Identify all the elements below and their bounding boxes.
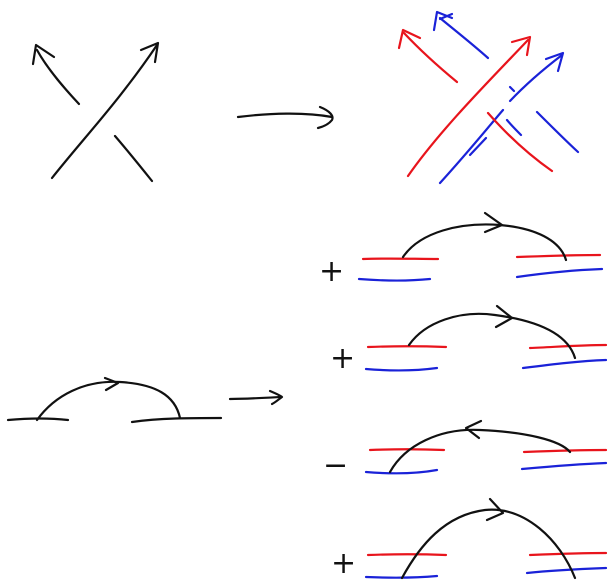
under-strand-arrowhead <box>31 43 56 66</box>
arc-arrowhead <box>103 376 120 392</box>
term-4 <box>364 497 608 580</box>
term-2 <box>364 304 608 372</box>
blue-under-strand-upper <box>438 16 490 60</box>
arc <box>35 380 182 422</box>
over-strand <box>50 43 159 180</box>
term-3 <box>364 419 608 475</box>
under-strand-lower <box>113 134 154 183</box>
transform-arrow-top <box>236 105 334 130</box>
doubled-crossing-diagram <box>397 10 580 185</box>
transform-arrow-bottom <box>228 389 284 406</box>
red-under-strand-upper <box>402 31 459 84</box>
under-strand-upper <box>35 48 81 106</box>
arrow-head <box>316 105 334 130</box>
term-4-sign: + <box>331 546 357 581</box>
over-strand-arrowhead <box>139 41 160 64</box>
arc-diagram <box>6 376 223 424</box>
term-1 <box>357 211 604 282</box>
red-under-strand-lower <box>486 111 554 173</box>
blue-over-strand <box>438 108 505 185</box>
red-over-strand <box>406 38 530 178</box>
right-segment <box>130 416 223 424</box>
term-2-sign: + <box>330 341 356 376</box>
left-segment <box>6 417 70 422</box>
crossing-diagram <box>31 41 160 183</box>
blue-under-strand-lower <box>505 118 523 137</box>
term-1-sign: + <box>319 254 345 289</box>
term-3-sign: − <box>323 448 349 483</box>
